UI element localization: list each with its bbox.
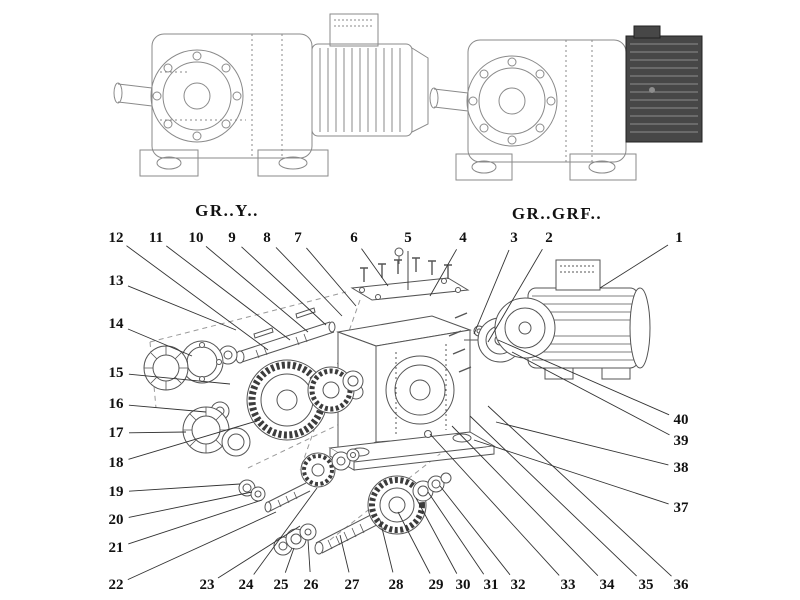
part-number-7: 7 [294, 230, 302, 246]
leader-line-25 [284, 547, 295, 573]
part-number-23: 23 [200, 577, 215, 593]
part-number-25: 25 [274, 577, 289, 593]
leader-line-22 [127, 511, 277, 581]
leader-line-36 [487, 405, 672, 577]
part-number-36: 36 [674, 577, 690, 593]
part-number-11: 11 [149, 230, 163, 246]
part-number-9: 9 [228, 230, 236, 246]
part-number-3: 3 [510, 230, 518, 246]
part-number-16: 16 [109, 396, 125, 412]
gearbox-housing [328, 315, 496, 471]
part-number-13: 13 [109, 273, 124, 289]
part-number-12: 12 [109, 230, 124, 246]
leader-line-30 [415, 497, 458, 574]
part-number-27: 27 [345, 577, 361, 593]
bearing-set-left [182, 401, 251, 457]
part-number-1: 1 [675, 230, 683, 246]
part-number-20: 20 [109, 512, 124, 528]
leader-line-32 [439, 485, 511, 576]
leader-line-15 [128, 373, 231, 385]
part-number-28: 28 [389, 577, 404, 593]
leader-line-38 [495, 421, 669, 466]
model-label-right: GR..GRF.. [512, 204, 602, 223]
leader-line-4 [429, 249, 457, 297]
part-number-10: 10 [189, 230, 204, 246]
leader-line-35 [469, 415, 637, 577]
part-number-34: 34 [600, 577, 616, 593]
part-number-22: 22 [109, 577, 124, 593]
motor-exploded [494, 259, 651, 380]
part-number-8: 8 [263, 230, 271, 246]
part-number-26: 26 [304, 577, 320, 593]
leader-line-17 [128, 431, 187, 434]
part-number-33: 33 [561, 577, 576, 593]
leader-line-39 [511, 351, 670, 436]
leader-line-37 [473, 439, 669, 505]
leader-line-10 [205, 246, 309, 333]
leader-line-28 [379, 519, 394, 573]
part-number-31: 31 [484, 577, 499, 593]
leader-line-6 [361, 248, 389, 287]
leader-line-20 [128, 491, 253, 518]
leader-line-8 [275, 247, 343, 317]
leader-line-24 [253, 487, 318, 575]
part-number-6: 6 [350, 230, 358, 246]
input-shaft-assembly [143, 307, 336, 391]
leader-line-40 [497, 339, 670, 416]
part-number-19: 19 [109, 484, 124, 500]
gearmotor-assembled-right-drawing [429, 25, 703, 181]
exploded-view-drawing [143, 247, 651, 556]
part-number-39: 39 [674, 433, 689, 449]
part-number-4: 4 [459, 230, 467, 246]
leader-line-2 [487, 248, 543, 343]
part-number-18: 18 [109, 455, 124, 471]
part-number-38: 38 [674, 460, 689, 476]
leader-line-1 [599, 244, 669, 289]
flange-motor-block [625, 25, 703, 143]
leader-line-26 [307, 539, 311, 573]
model-label-left: GR..Y.. [195, 201, 259, 220]
leader-line-33 [429, 433, 560, 576]
gearmotor-assembled-left-drawing [113, 13, 429, 177]
part-number-2: 2 [545, 230, 553, 246]
part-number-21: 21 [109, 540, 124, 556]
leader-line-19 [128, 483, 241, 492]
leader-line-18 [128, 419, 261, 460]
leader-line-12 [126, 245, 269, 351]
leader-line-16 [128, 404, 207, 413]
leader-line-13 [127, 285, 237, 331]
part-number-40: 40 [674, 412, 689, 428]
leader-line-34 [451, 425, 599, 577]
part-number-30: 30 [456, 577, 471, 593]
output-shaft-cluster [273, 472, 452, 556]
intermediate-shaft-cluster [238, 448, 360, 513]
part-number-32: 32 [511, 577, 526, 593]
leader-line-7 [306, 247, 357, 307]
leader-line-27 [339, 534, 350, 573]
leader-line-29 [397, 511, 431, 574]
leader-line-3 [473, 249, 510, 335]
part-number-5: 5 [404, 230, 412, 246]
part-number-29: 29 [429, 577, 444, 593]
part-number-24: 24 [239, 577, 255, 593]
leader-line-9 [241, 246, 327, 326]
part-number-15: 15 [109, 365, 124, 381]
leader-line-23 [217, 525, 301, 579]
part-number-17: 17 [109, 425, 125, 441]
part-number-14: 14 [109, 316, 125, 332]
leader-line-11 [166, 245, 291, 341]
leader-line-31 [427, 491, 485, 575]
leader-line-21 [128, 499, 263, 545]
part-number-35: 35 [639, 577, 654, 593]
top-cover-and-bolts [350, 247, 470, 301]
leader-line-14 [127, 328, 193, 357]
gear-cluster-upper [246, 359, 364, 441]
part-number-37: 37 [674, 500, 690, 516]
